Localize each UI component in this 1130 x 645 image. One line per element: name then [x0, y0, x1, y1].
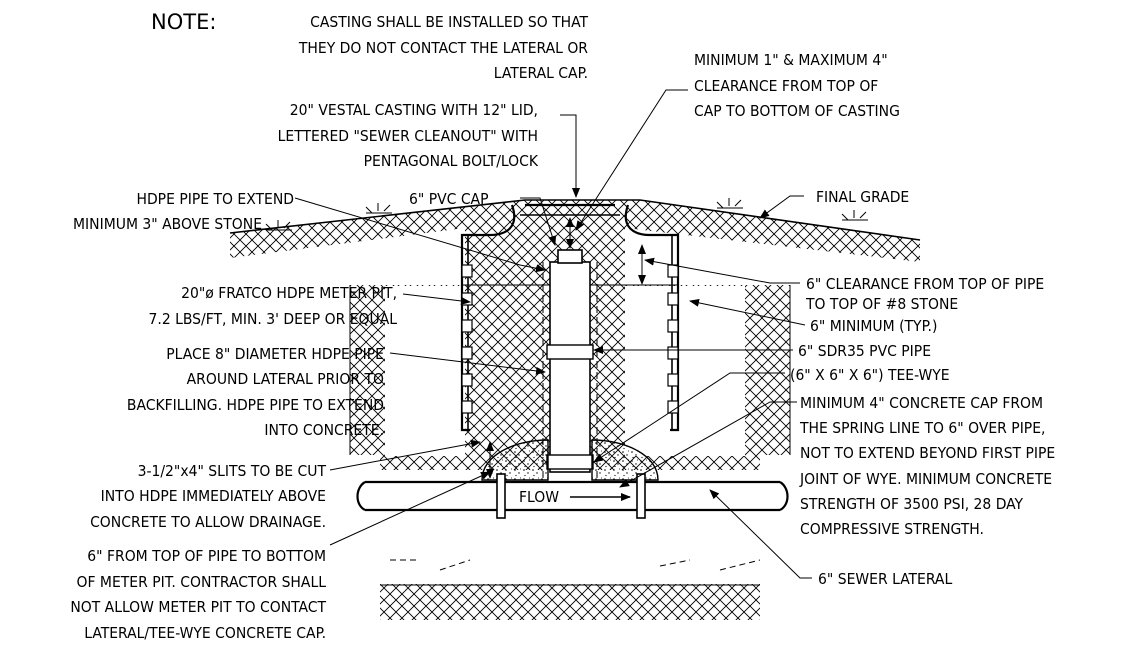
callout-line: 20"ø FRATCO HDPE METER PIT,: [181, 284, 397, 302]
grass-symbols: [265, 198, 868, 231]
meter-pit-callout: 20"ø FRATCO HDPE METER PIT, 7.2 LBS/FT, …: [149, 284, 398, 328]
callout-line: OF METER PIT. CONTRACTOR SHALL: [77, 573, 327, 591]
callout-line: INTO CONCRETE.: [264, 421, 384, 439]
callout-line: STRENGTH OF 3500 PSI, 28 DAY: [800, 495, 1024, 513]
callout-line: PENTAGONAL BOLT/LOCK: [364, 152, 539, 170]
callout-line: CONCRETE TO ALLOW DRAINAGE.: [90, 513, 326, 531]
callout-line: 7.2 LBS/FT, MIN. 3' DEEP OR EQUAL: [149, 310, 398, 328]
callout-line: 20" VESTAL CASTING WITH 12" LID,: [290, 101, 538, 119]
callout-line: NOT ALLOW METER PIT TO CONTACT: [70, 598, 326, 616]
callout-line: 3-1/2"x4" SLITS TO BE CUT: [138, 462, 327, 480]
pipe-to-pit-callout: 6" FROM TOP OF PIPE TO BOTTOM OF METER P…: [70, 547, 326, 642]
callout-line: THE SPRING LINE TO 6" OVER PIPE,: [799, 419, 1045, 437]
hdpe-extend-callout: HDPE PIPE TO EXTEND MINIMUM 3" ABOVE STO…: [73, 190, 294, 233]
callout-line: MINIMUM 1" & MAXIMUM 4": [694, 51, 888, 69]
riser-pipe: [542, 249, 598, 480]
callout-line: CLEARANCE FROM TOP OF: [694, 77, 878, 95]
final-grade-line: [229, 199, 921, 241]
callout-line: INTO HDPE IMMEDIATELY ABOVE: [101, 487, 326, 505]
callout-line: JOINT OF WYE. MINIMUM CONCRETE: [799, 470, 1052, 488]
clearance-stone-callout: 6" CLEARANCE FROM TOP OF PIPE TO TOP OF …: [805, 275, 1044, 313]
callout-line: AROUND LATERAL PRIOR TO: [187, 370, 384, 388]
callout-line: TO TOP OF #8 STONE: [805, 295, 958, 313]
callout-line: CAP TO BOTTOM OF CASTING: [694, 102, 900, 120]
callout-line: 6" CLEARANCE FROM TOP OF PIPE: [806, 275, 1044, 293]
note-text: CASTING SHALL BE INSTALLED SO THAT THEY …: [298, 13, 589, 82]
note-line: LATERAL CAP.: [494, 64, 588, 82]
concrete-cap-callout: MINIMUM 4" CONCRETE CAP FROM THE SPRING …: [799, 394, 1055, 538]
callout-line: NOT TO EXTEND BEYOND FIRST PIPE: [800, 444, 1055, 462]
callout-line: COMPRESSIVE STRENGTH.: [800, 520, 984, 538]
minimum-typ-callout: 6" MINIMUM (TYP.): [810, 317, 937, 335]
callout-line: PLACE 8" DIAMETER HDPE PIPE: [166, 345, 384, 363]
final-grade-callout: FINAL GRADE: [816, 188, 909, 206]
callout-line: 6" FROM TOP OF PIPE TO BOTTOM: [87, 547, 326, 565]
callout-line: LATERAL/TEE-WYE CONCRETE CAP.: [84, 624, 326, 642]
note-line: THEY DO NOT CONTACT THE LATERAL OR: [298, 39, 588, 57]
note-heading: NOTE:: [151, 10, 216, 34]
casting-callout: 20" VESTAL CASTING WITH 12" LID, LETTERE…: [278, 101, 539, 170]
sewer-lateral-callout: 6" SEWER LATERAL: [818, 570, 952, 588]
callout-line: BACKFILLING. HDPE PIPE TO EXTEND: [127, 396, 384, 414]
slits-callout: 3-1/2"x4" SLITS TO BE CUT INTO HDPE IMME…: [90, 462, 326, 531]
note-line: CASTING SHALL BE INSTALLED SO THAT: [310, 13, 588, 31]
meter-pit-ribs: [461, 264, 679, 414]
sewer-lateral: [356, 473, 789, 571]
pvc-cap-callout: 6" PVC CAP: [409, 190, 489, 208]
clearance-cap-callout: MINIMUM 1" & MAXIMUM 4" CLEARANCE FROM T…: [694, 51, 900, 120]
flow-label: FLOW: [519, 488, 559, 506]
callout-line: MINIMUM 4" CONCRETE CAP FROM: [800, 394, 1043, 412]
place-hdpe-callout: PLACE 8" DIAMETER HDPE PIPE AROUND LATER…: [127, 345, 384, 439]
sdr35-callout: 6" SDR35 PVC PIPE: [798, 342, 931, 360]
callout-line: HDPE PIPE TO EXTEND: [136, 190, 294, 208]
callout-line: LETTERED "SEWER CLEANOUT" WITH: [278, 127, 538, 145]
leader-lines: [294, 89, 812, 579]
callout-line: MINIMUM 3" ABOVE STONE: [73, 215, 262, 233]
tee-wye-callout: (6" X 6" X 6") TEE-WYE: [790, 366, 950, 384]
concrete-cap: [481, 439, 659, 481]
